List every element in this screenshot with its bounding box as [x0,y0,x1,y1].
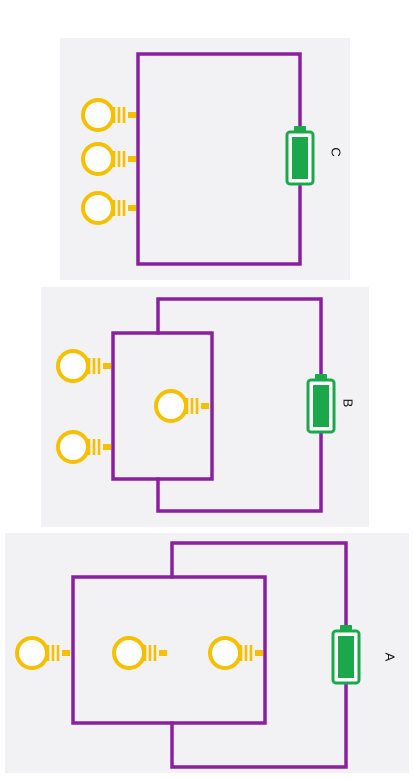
circuit-wire-inner [71,575,267,725]
battery-icon [285,126,315,186]
circuit-a-panel: A [5,533,409,773]
circuit-c-panel: C [60,38,350,280]
light-bulb-icon [81,142,136,176]
circuit-wire [136,52,302,266]
circuit-label: A [383,653,398,662]
light-bulb-icon [56,430,111,464]
light-bulb-icon [154,389,209,423]
battery-icon [306,374,336,434]
light-bulb-icon [56,349,111,383]
battery-icon [331,625,361,685]
light-bulb-icon [15,636,70,670]
circuit-label: C [329,147,344,156]
light-bulb-icon [112,636,167,670]
light-bulb-icon [81,98,136,132]
circuit-b-panel: B [41,287,369,527]
circuit-label: B [341,399,356,408]
circuit-wire-inner [111,331,214,481]
light-bulb-icon [208,636,263,670]
light-bulb-icon [81,191,136,225]
